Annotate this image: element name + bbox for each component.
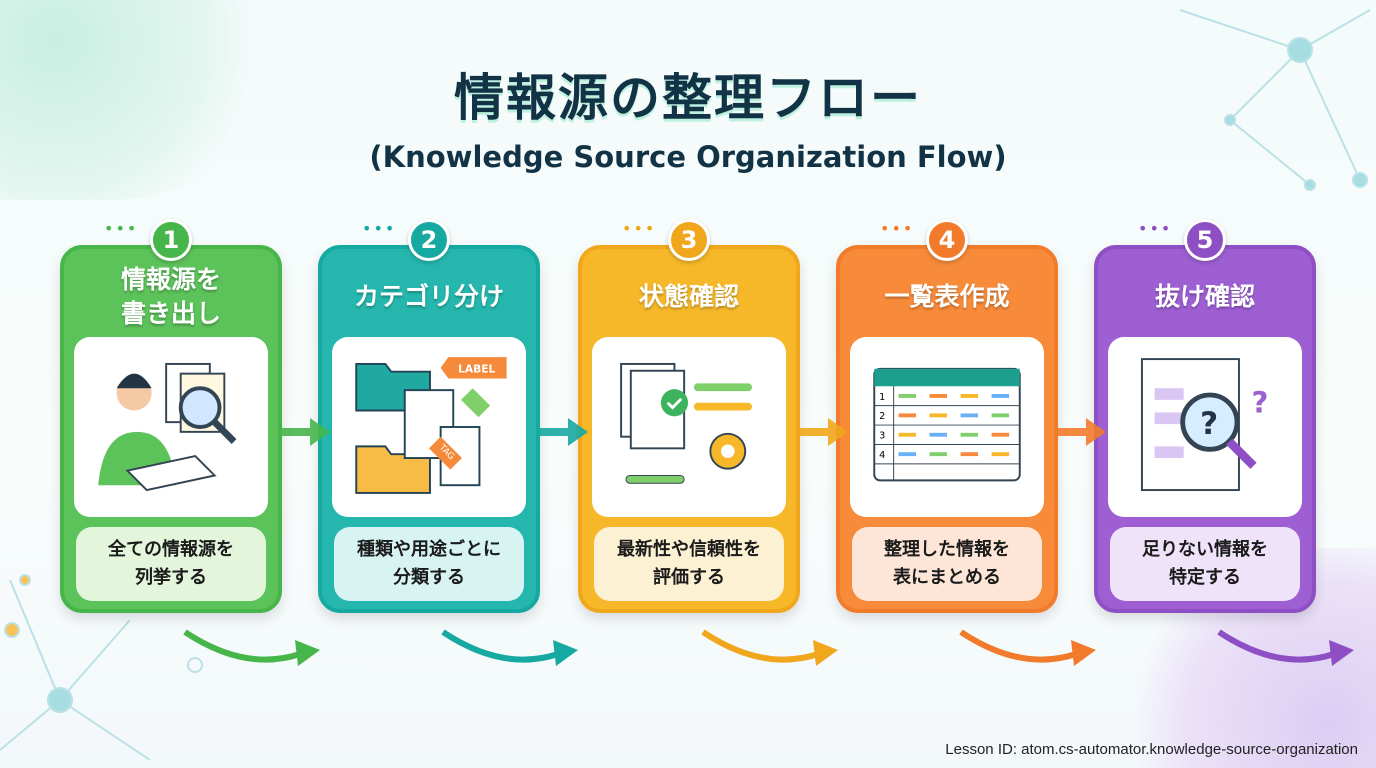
step-description: 全ての情報源を 列挙する	[76, 527, 266, 601]
step-number: 1	[150, 219, 192, 261]
curved-arrow-icon	[183, 629, 320, 666]
step-number: 3	[668, 219, 710, 261]
dots-decoration: •••	[880, 219, 915, 238]
step-description: 足りない情報を 特定する	[1110, 527, 1300, 601]
svg-text:?: ?	[1252, 385, 1269, 419]
arrow-right-icon	[800, 418, 848, 446]
dots-decoration: •••	[622, 219, 657, 238]
row-number: 3	[879, 431, 885, 442]
arrow-right-icon	[282, 418, 330, 446]
step-number: 2	[408, 219, 450, 261]
step-card-3: ••• 3 状態確認 最新性や信頼性を 評価する	[578, 219, 800, 613]
tag-label: LABEL	[458, 363, 495, 376]
step-card-1: ••• 1 情報源を 書き出し 全ての情報源を 列挙する	[60, 219, 282, 613]
step-description: 整理した情報を 表にまとめる	[852, 527, 1042, 601]
step-card-5: ••• 5 抜け確認 ?? 足りない情報を 特定する	[1094, 219, 1316, 613]
page-title: 情報源の整理フロー	[454, 69, 922, 127]
lesson-id: Lesson ID: atom.cs-automator.knowledge-s…	[945, 741, 1358, 758]
step-number: 4	[926, 219, 968, 261]
page-subtitle: (Knowledge Source Organization Flow)	[369, 140, 1007, 174]
curved-arrow-icon	[1217, 629, 1354, 666]
spreadsheet-table-icon: 1 2 3 4	[850, 337, 1044, 517]
person-writing-with-magnifier-icon	[74, 337, 268, 517]
dots-decoration: •••	[104, 219, 139, 238]
curved-arrow-icon	[959, 629, 1096, 666]
step-card-4: ••• 4 一覧表作成 1 2 3 4 整理した情報を 表にまとめる	[836, 219, 1058, 613]
row-number: 2	[879, 411, 885, 422]
row-number: 1	[879, 392, 885, 403]
step-title: 一覧表作成	[884, 282, 1010, 311]
curved-arrow-icon	[441, 629, 578, 666]
arrow-right-icon	[1058, 418, 1106, 446]
magnifier-question-icon: ??	[1108, 337, 1302, 517]
dots-decoration: •••	[362, 219, 397, 238]
arrow-right-icon	[540, 418, 588, 446]
step-description: 最新性や信頼性を 評価する	[594, 527, 784, 601]
step-title: 抜け確認	[1154, 282, 1255, 311]
curved-arrow-icon	[701, 629, 838, 666]
step-number: 5	[1184, 219, 1226, 261]
step-title: 状態確認	[638, 282, 739, 311]
step-title: 情報源を 書き出し	[120, 265, 221, 328]
step-description: 種類や用途ごとに 分類する	[334, 527, 524, 601]
step-title: カテゴリ分け	[353, 282, 504, 311]
dots-decoration: •••	[1138, 219, 1173, 238]
row-number: 4	[879, 450, 885, 461]
document-check-gear-icon	[592, 337, 786, 517]
svg-text:?: ?	[1200, 406, 1218, 442]
